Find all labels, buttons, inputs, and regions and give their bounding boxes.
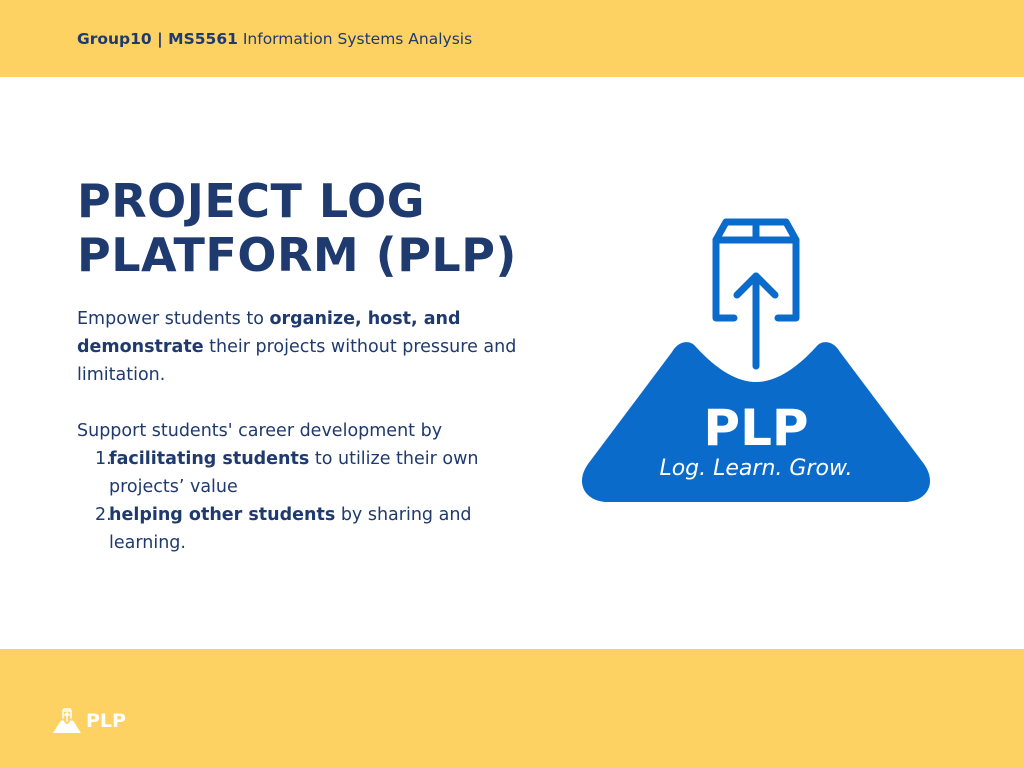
paragraph-gap <box>77 389 517 417</box>
list-item-rest: by sharing and learning. <box>109 505 472 553</box>
slide-title-line-1: PROJECT LOG <box>77 174 425 228</box>
header-text: Group10 | MS5561 Information Systems Ana… <box>77 30 472 48</box>
mound-shape <box>581 342 931 502</box>
paragraph-empower: Empower students to organize, host, and … <box>77 305 517 389</box>
header-band <box>0 0 1024 77</box>
list-item: 1.facilitating students to utilize their… <box>77 445 517 501</box>
header-course: Information Systems Analysis <box>242 30 473 48</box>
slide-title: PROJECT LOG PLATFORM (PLP) <box>77 174 517 282</box>
plp-logo <box>578 214 934 506</box>
slide-title-line-2: PLATFORM (PLP) <box>77 228 517 282</box>
list-item-number: 2. <box>95 505 112 525</box>
logo-name: PLP <box>703 399 809 457</box>
list-item-rest: to utilize their own projects’ value <box>109 449 479 497</box>
footer-label: PLP <box>86 710 126 732</box>
support-list: 1.facilitating students to utilize their… <box>77 445 517 557</box>
list-item-bold: helping other students <box>109 505 336 525</box>
plp-logo-shape <box>581 218 931 502</box>
body-text: Empower students to organize, host, and … <box>77 305 517 557</box>
list-item: 2.helping other students by sharing and … <box>77 501 517 557</box>
footer-band <box>0 649 1024 768</box>
box-upload-icon <box>712 218 800 370</box>
paragraph-empower-bold: organize, host, and demonstrate <box>77 309 461 357</box>
mountain-box-icon <box>52 708 82 734</box>
paragraph-support: Support students' career development by <box>77 421 443 441</box>
list-item-bold: facilitating students <box>109 449 310 469</box>
paragraph-empower-post: their projects without pressure and limi… <box>77 337 517 385</box>
paragraph-empower-pre: Empower students to <box>77 309 270 329</box>
list-item-number: 1. <box>95 449 112 469</box>
logo-tagline: Log. Learn. Grow. <box>659 456 853 481</box>
header-group: Group10 | MS5561 <box>77 30 238 48</box>
